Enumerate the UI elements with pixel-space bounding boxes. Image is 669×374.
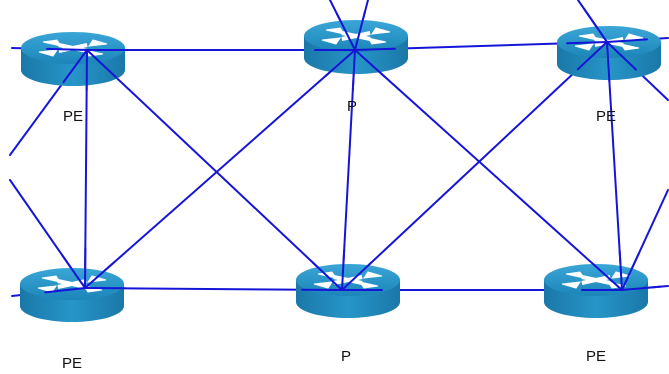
pe-bottom-left-router xyxy=(19,267,125,323)
link-pe-top-right-to-p-bottom-center xyxy=(341,41,608,291)
pe-top-left-label: PE xyxy=(63,108,83,125)
link-segment-p-bottom-center-near xyxy=(341,261,373,291)
link-offscreen-segment-0 xyxy=(46,47,88,51)
link-offscreen-segment-8 xyxy=(583,8,608,43)
routers xyxy=(19,19,662,323)
link-segment-pe-bottom-right-near xyxy=(591,262,623,291)
link-pe-top-left-to-p-bottom-center xyxy=(86,49,343,291)
link-offscreen-segment-1 xyxy=(606,38,648,43)
link-segment-p-top-center-near xyxy=(354,49,386,78)
link-segment-pe-bottom-right-near xyxy=(618,249,623,291)
pe-top-left-router xyxy=(20,31,126,87)
router-icon xyxy=(20,31,126,87)
node-labels: PE P PE PE P PE xyxy=(62,98,616,372)
pe-bottom-right-label: PE xyxy=(586,348,606,365)
link-segment-p-bottom-center-near xyxy=(311,261,343,291)
pe-bottom-left-label: PE xyxy=(62,355,82,372)
router-icon xyxy=(19,267,125,323)
p-bottom-center-label: P xyxy=(341,348,351,365)
link-segment-pe-top-right-near xyxy=(576,41,608,71)
pe-top-right-label: PE xyxy=(596,108,616,125)
p-top-center-label: P xyxy=(347,98,357,115)
link-offscreen-segment-5 xyxy=(621,285,663,291)
link-segment-p-top-center-near xyxy=(351,49,356,91)
link-segment-pe-bottom-left-near xyxy=(84,260,117,289)
link-offscreen-segment-3 xyxy=(61,254,86,289)
link-segment-p-bottom-center-near xyxy=(341,249,346,291)
link-offscreen-segment-10 xyxy=(621,252,640,291)
link-p-top-center-to-pe-bottom-right xyxy=(354,49,623,291)
link-segment-pe-top-right-near xyxy=(566,41,608,45)
link-segment-pe-top-left-near xyxy=(86,49,118,79)
link-offscreen-segment-9 xyxy=(606,41,637,71)
link-offscreen-segment-6 xyxy=(336,13,356,51)
link-pe-top-right-to-pe-bottom-right xyxy=(606,41,623,291)
link-offscreen-segment-7 xyxy=(354,10,367,51)
links-foreground xyxy=(44,8,663,294)
link-offscreen-segment-4 xyxy=(44,287,86,294)
link-offscreen-segment-2 xyxy=(62,49,88,84)
link-segment-p-top-center-near xyxy=(354,47,396,51)
link-segment-p-top-center-near xyxy=(323,49,356,78)
link-segment-pe-top-right-near xyxy=(606,41,611,83)
link-p-top-center-to-pe-bottom-left xyxy=(84,49,356,289)
